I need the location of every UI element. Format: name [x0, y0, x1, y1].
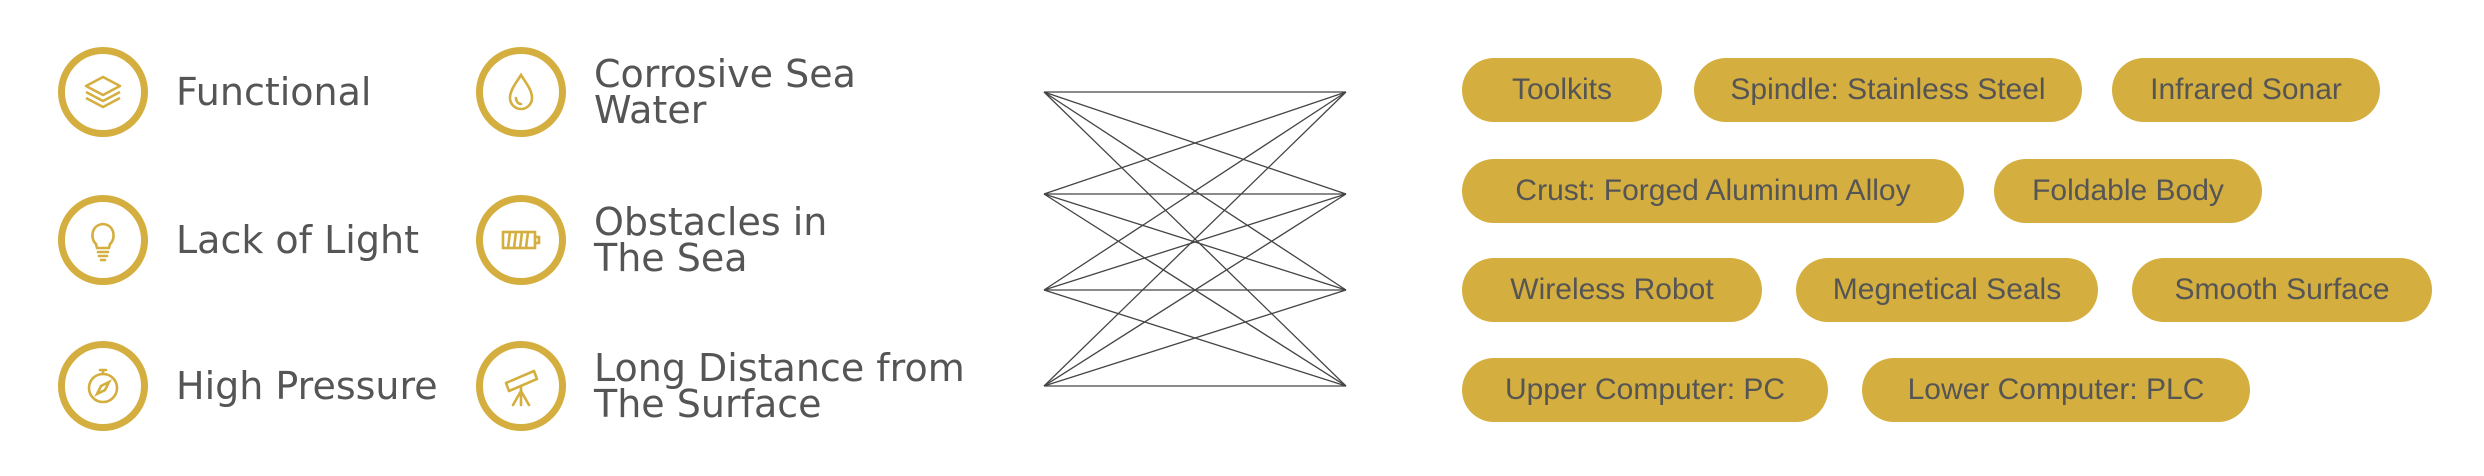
- connection-line: [1043, 289, 1347, 387]
- connection-line: [1043, 91, 1347, 387]
- connection-network: [1043, 91, 1347, 387]
- layers-icon: [58, 47, 148, 137]
- feature-pill-lower-computer: Lower Computer: PLC: [1862, 358, 2250, 422]
- telescope-icon: [476, 341, 566, 431]
- feature-pill-magnetic-seals: Megnetical Seals: [1796, 258, 2098, 322]
- requirement-high-pressure: High Pressure: [58, 341, 438, 431]
- feature-pill-label: Smooth Surface: [2174, 273, 2390, 306]
- feature-pill-label: Toolkits: [1511, 73, 1613, 106]
- connection-line: [1043, 193, 1347, 291]
- feature-pill-wireless-robot: Wireless Robot: [1462, 258, 1762, 322]
- requirement-label-line1: Corrosive Sea: [594, 52, 856, 96]
- feature-pill-smooth-surface: Smooth Surface: [2132, 258, 2432, 322]
- requirement-label: Obstacles in The Sea: [594, 200, 828, 280]
- requirement-label: Long Distance from The Surface: [594, 346, 965, 426]
- connection-line: [1043, 91, 1347, 291]
- requirement-label-line1: High Pressure: [176, 364, 438, 408]
- requirement-label-line2: Water: [594, 88, 707, 132]
- connection-line: [1043, 91, 1347, 195]
- feature-pill-spindle: Spindle: Stainless Steel: [1694, 58, 2082, 122]
- feature-pill-foldable-body: Foldable Body: [1994, 159, 2262, 223]
- requirement-label-line2: The Surface: [594, 382, 822, 426]
- requirement-label: Corrosive Sea Water: [594, 52, 856, 132]
- requirement-functional: Functional: [58, 47, 371, 137]
- feature-pill-label: Lower Computer: PLC: [1907, 373, 2205, 406]
- requirement-label-line1: Obstacles in: [594, 200, 828, 244]
- requirement-obstacles-in-the-sea: Obstacles in The Sea: [476, 195, 827, 285]
- requirement-label: Functional: [176, 73, 371, 111]
- requirement-label-line2: The Sea: [594, 236, 748, 280]
- feature-pill-label: Foldable Body: [2032, 174, 2224, 207]
- requirement-label-line1: Lack of Light: [176, 218, 419, 262]
- feature-pill-label: Upper Computer: PC: [1504, 373, 1786, 406]
- feature-pill-label: Megnetical Seals: [1832, 273, 2062, 306]
- requirement-lack-of-light: Lack of Light: [58, 195, 419, 285]
- requirement-label: Lack of Light: [176, 221, 419, 259]
- requirement-label-line1: Long Distance from: [594, 346, 965, 390]
- light-bulb-icon: [58, 195, 148, 285]
- compass-icon: [58, 341, 148, 431]
- requirement-label: High Pressure: [176, 367, 438, 405]
- feature-pill-crust: Crust: Forged Aluminum Alloy: [1462, 159, 1964, 223]
- feature-pill-label: Spindle: Stainless Steel: [1730, 73, 2046, 106]
- requirement-corrosive-sea-water: Corrosive Sea Water: [476, 47, 856, 137]
- feature-pill-upper-computer: Upper Computer: PC: [1462, 358, 1828, 422]
- battery-icon: [476, 195, 566, 285]
- connection-line: [1043, 193, 1347, 387]
- requirement-label-line1: Functional: [176, 70, 372, 114]
- water-drop-icon: [476, 47, 566, 137]
- feature-pill-label: Wireless Robot: [1510, 273, 1714, 306]
- requirement-long-distance: Long Distance from The Surface: [476, 341, 965, 431]
- feature-pill-infrared-sonar: Infrared Sonar: [2112, 58, 2380, 122]
- feature-pill-label: Crust: Forged Aluminum Alloy: [1515, 174, 1911, 207]
- feature-pill-label: Infrared Sonar: [2150, 73, 2342, 106]
- feature-pill-toolkits: Toolkits: [1462, 58, 1662, 122]
